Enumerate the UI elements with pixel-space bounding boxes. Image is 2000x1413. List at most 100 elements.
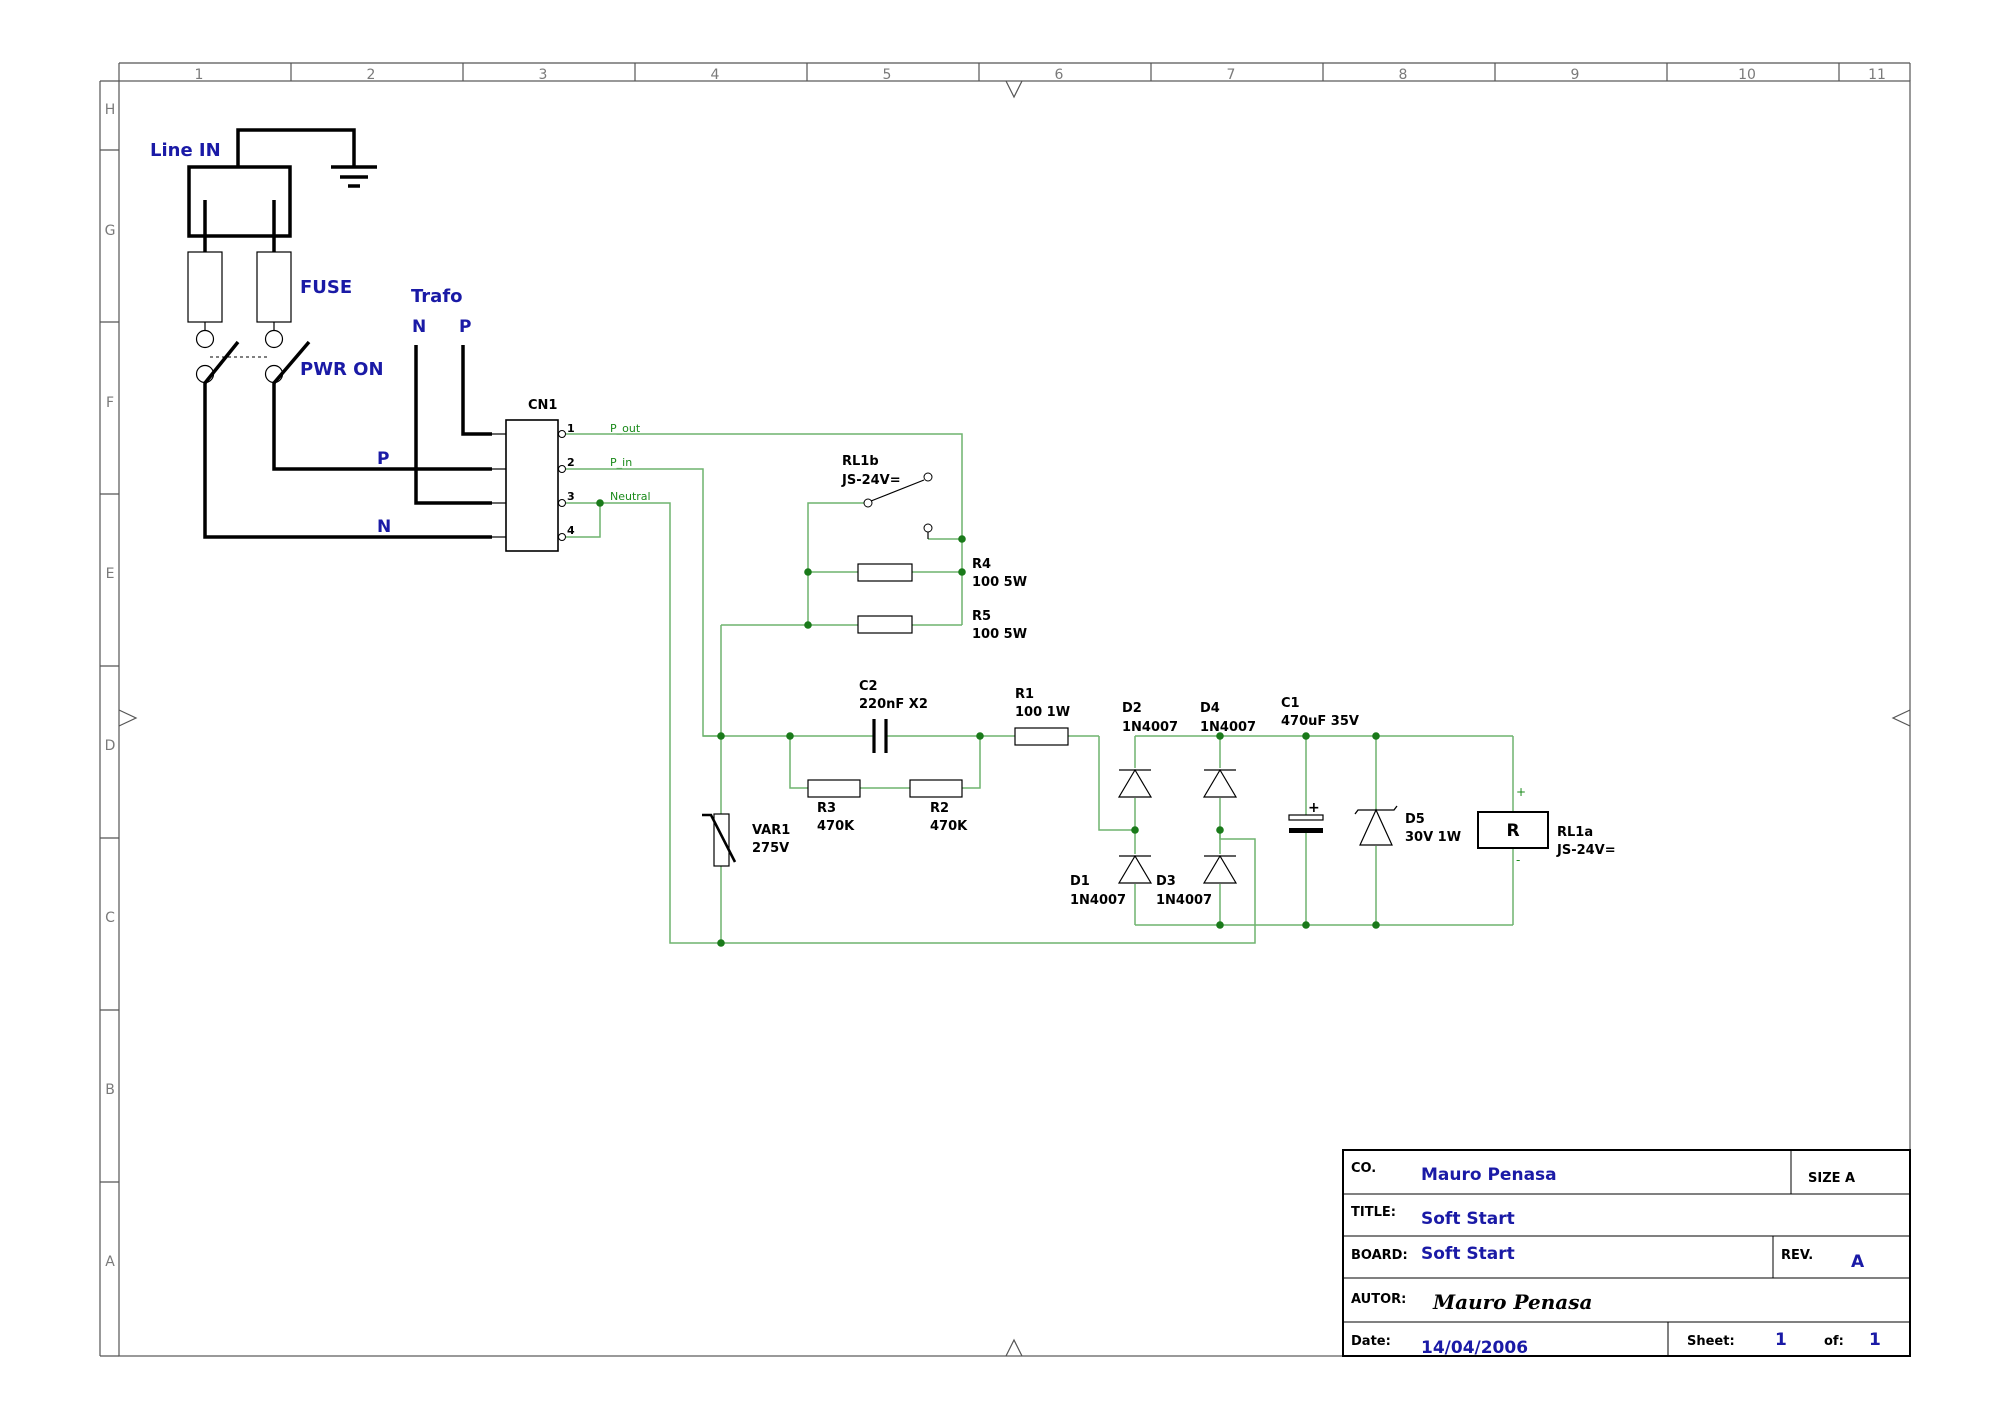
r1-ref: R1 — [1015, 687, 1034, 702]
c2-value: 220nF X2 — [859, 697, 928, 712]
mains-input-section — [187, 128, 492, 539]
column-label: 7 — [1227, 67, 1236, 83]
column-label: 8 — [1399, 67, 1408, 83]
row-label: B — [105, 1082, 115, 1098]
c1-polarity: + — [1308, 800, 1320, 816]
wire-n-label: N — [377, 517, 391, 537]
rl1a-plus: + — [1516, 785, 1526, 799]
resistor-r1 — [1014, 727, 1069, 746]
cn1-pin-3: 3 — [567, 490, 575, 503]
tb-sheet-label: Sheet: — [1687, 1334, 1735, 1349]
column-label: 6 — [1055, 67, 1064, 83]
resistor-r3 — [807, 779, 861, 798]
line-in-label: Line IN — [150, 140, 221, 161]
c1-ref: C1 — [1281, 696, 1300, 711]
d1-ref: D1 — [1070, 874, 1090, 889]
r3-value: 470K — [817, 819, 855, 834]
zener-diode-d5 — [1354, 805, 1398, 846]
column-label: 11 — [1868, 67, 1886, 83]
cn1-pin-1: 1 — [567, 422, 575, 435]
r1-value: 100 1W — [1015, 705, 1070, 720]
net-neutral-label: Neutral — [610, 490, 651, 503]
r4-ref: R4 — [972, 557, 991, 572]
row-label: G — [105, 223, 116, 239]
net-p-out-label: P_out — [610, 422, 641, 435]
fuse-left — [187, 251, 223, 323]
rl1a-body-label: R — [1506, 821, 1519, 841]
tb-autor-value: Mauro Penasa — [1432, 1290, 1592, 1314]
d3-value: 1N4007 — [1156, 893, 1212, 908]
varistor-var1 — [702, 813, 737, 867]
tb-rev-label: REV. — [1781, 1248, 1813, 1263]
resistor-r5 — [857, 615, 913, 634]
rl1b-value: JS-24V= — [841, 473, 901, 488]
net-p-in-label: P_in — [610, 456, 632, 469]
d4-ref: D4 — [1200, 701, 1220, 716]
trafo-label: Trafo — [411, 286, 463, 307]
junction-dots — [596, 499, 1380, 947]
connector-cn1 — [492, 419, 566, 552]
power-switch — [195, 329, 311, 385]
r5-ref: R5 — [972, 609, 991, 624]
row-label: E — [106, 566, 115, 582]
row-label: F — [106, 395, 114, 411]
rl1a-ref: RL1a — [1557, 825, 1593, 840]
r2-value: 470K — [930, 819, 968, 834]
capacitor-c2 — [868, 719, 892, 753]
fuse-label: FUSE — [300, 277, 352, 298]
drawing-frame — [99, 62, 1911, 1357]
tb-title-value: Soft Start — [1421, 1209, 1515, 1229]
tb-co-value: Mauro Penasa — [1421, 1165, 1557, 1185]
d5-value: 30V 1W — [1405, 830, 1461, 845]
rl1b-ref: RL1b — [842, 454, 879, 469]
fuse-right — [256, 251, 292, 323]
wire-p-label: P — [377, 449, 389, 469]
column-label: 1 — [195, 67, 204, 83]
r4-value: 100 5W — [972, 575, 1027, 590]
tb-date-value: 14/04/2006 — [1421, 1338, 1528, 1358]
tb-size-label: SIZE A — [1808, 1171, 1855, 1186]
trafo-p-label: P — [459, 317, 471, 337]
rl1a-value: JS-24V= — [1556, 843, 1616, 858]
rl1a-minus: - — [1516, 853, 1520, 867]
resistor-r2 — [909, 779, 963, 798]
row-label: C — [105, 910, 115, 926]
tb-autor-label: AUTOR: — [1351, 1292, 1406, 1307]
cn1-pin-2: 2 — [567, 456, 575, 469]
column-label: 4 — [711, 67, 720, 83]
row-label: H — [105, 102, 116, 118]
d5-ref: D5 — [1405, 812, 1425, 827]
tb-board-value: Soft Start — [1421, 1244, 1515, 1264]
column-label: 10 — [1738, 67, 1756, 83]
title-block — [1342, 1149, 1911, 1357]
tb-sheet-value: 1 — [1775, 1330, 1787, 1350]
tb-date-label: Date: — [1351, 1334, 1391, 1349]
diode-d4 — [1202, 768, 1238, 798]
relay-coil-rl1a — [1477, 811, 1549, 849]
tb-title-label: TITLE: — [1351, 1205, 1396, 1220]
cn1-ref: CN1 — [528, 398, 557, 413]
column-label: 9 — [1571, 67, 1580, 83]
d3-ref: D3 — [1156, 874, 1176, 889]
c1-value: 470uF 35V — [1281, 714, 1359, 729]
tb-of-label: of: — [1824, 1334, 1844, 1349]
tb-of-value: 1 — [1869, 1330, 1881, 1350]
tb-board-label: BOARD: — [1351, 1248, 1408, 1263]
tb-rev-value: A — [1851, 1252, 1865, 1272]
column-label: 2 — [367, 67, 376, 83]
relay-contact-rl1b — [863, 472, 933, 539]
row-label: D — [105, 738, 116, 754]
d1-value: 1N4007 — [1070, 893, 1126, 908]
capacitor-c1 — [1288, 814, 1324, 833]
circuit-wiring — [566, 433, 1514, 944]
r2-ref: R2 — [930, 801, 949, 816]
tb-co-label: CO. — [1351, 1161, 1376, 1176]
var1-ref: VAR1 — [752, 823, 790, 838]
cn1-pin-4: 4 — [567, 524, 575, 537]
r3-ref: R3 — [817, 801, 836, 816]
r5-value: 100 5W — [972, 627, 1027, 642]
resistor-r4 — [857, 563, 913, 582]
diode-d1 — [1117, 854, 1153, 884]
d2-value: 1N4007 — [1122, 720, 1178, 735]
